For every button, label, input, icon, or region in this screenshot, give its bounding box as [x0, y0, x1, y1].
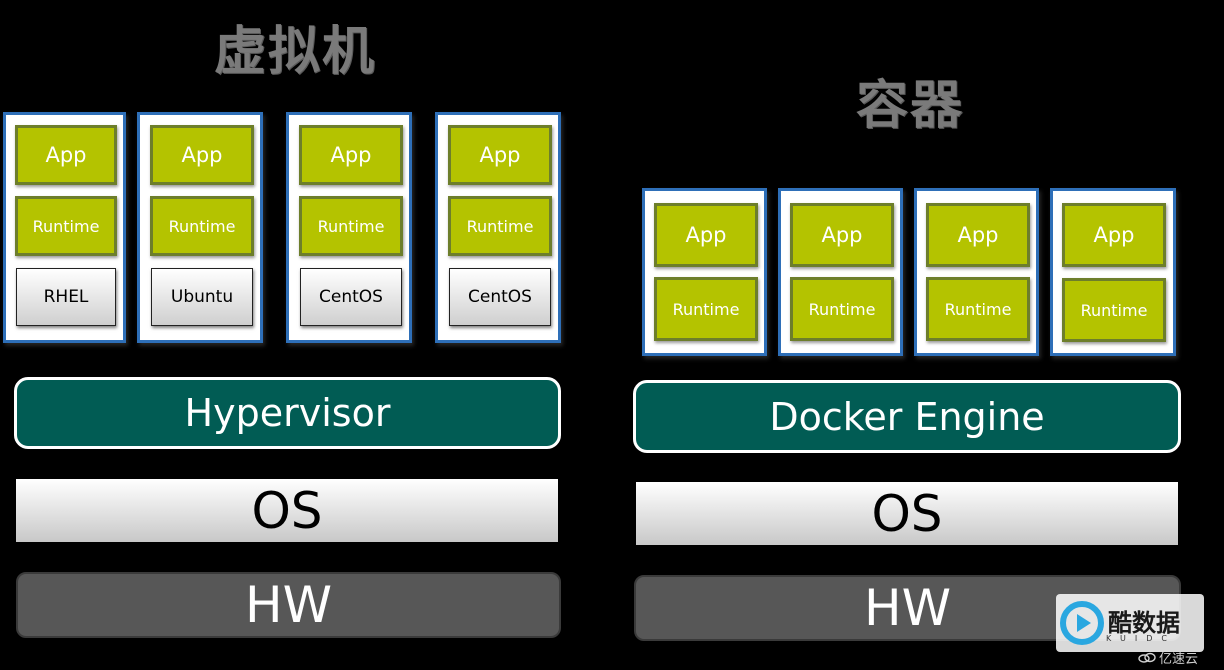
runtime-block: Runtime	[299, 196, 403, 256]
app-block: App	[15, 125, 117, 185]
runtime-block: Runtime	[448, 196, 552, 256]
hypervisor-layer: Hypervisor	[14, 377, 561, 449]
container-unit-box: App Runtime	[914, 188, 1039, 356]
runtime-block: Runtime	[150, 196, 254, 256]
app-block: App	[654, 203, 758, 267]
container-unit-box: App Runtime	[642, 188, 767, 356]
vm-hw-layer: HW	[16, 572, 561, 638]
play-logo-icon	[1060, 601, 1104, 645]
footer-mark: 亿速云	[1138, 648, 1198, 667]
runtime-block: Runtime	[926, 277, 1030, 341]
watermark-text: 酷数据	[1108, 608, 1180, 637]
app-block: App	[448, 125, 552, 185]
watermark-subtext: KUIDC	[1106, 634, 1176, 643]
guest-os-block: RHEL	[16, 268, 116, 326]
docker-engine-layer: Docker Engine	[633, 380, 1181, 453]
cloud-icon	[1138, 652, 1156, 663]
guest-os-block: Ubuntu	[151, 268, 253, 326]
app-block: App	[150, 125, 254, 185]
vm-guest-box: App Runtime RHEL	[3, 112, 126, 343]
app-block: App	[299, 125, 403, 185]
vm-os-layer: OS	[16, 479, 558, 542]
app-block: App	[1062, 203, 1166, 267]
footer-mark-text: 亿速云	[1159, 652, 1199, 667]
vm-title: 虚拟机	[214, 22, 377, 82]
watermark-logo: 酷数据 KUIDC	[1056, 594, 1204, 652]
vm-guest-box: App Runtime CentOS	[435, 112, 561, 343]
app-block: App	[790, 203, 894, 267]
container-title: 容器	[856, 76, 965, 136]
guest-os-block: CentOS	[449, 268, 551, 326]
vm-guest-box: App Runtime Ubuntu	[137, 112, 263, 343]
container-unit-box: App Runtime	[778, 188, 903, 356]
vm-guest-box: App Runtime CentOS	[286, 112, 412, 343]
runtime-block: Runtime	[790, 277, 894, 341]
container-os-layer: OS	[636, 482, 1178, 545]
app-block: App	[926, 203, 1030, 267]
runtime-block: Runtime	[1062, 278, 1166, 342]
runtime-block: Runtime	[654, 277, 758, 341]
guest-os-block: CentOS	[300, 268, 402, 326]
runtime-block: Runtime	[15, 196, 117, 256]
container-unit-box: App Runtime	[1050, 188, 1176, 356]
